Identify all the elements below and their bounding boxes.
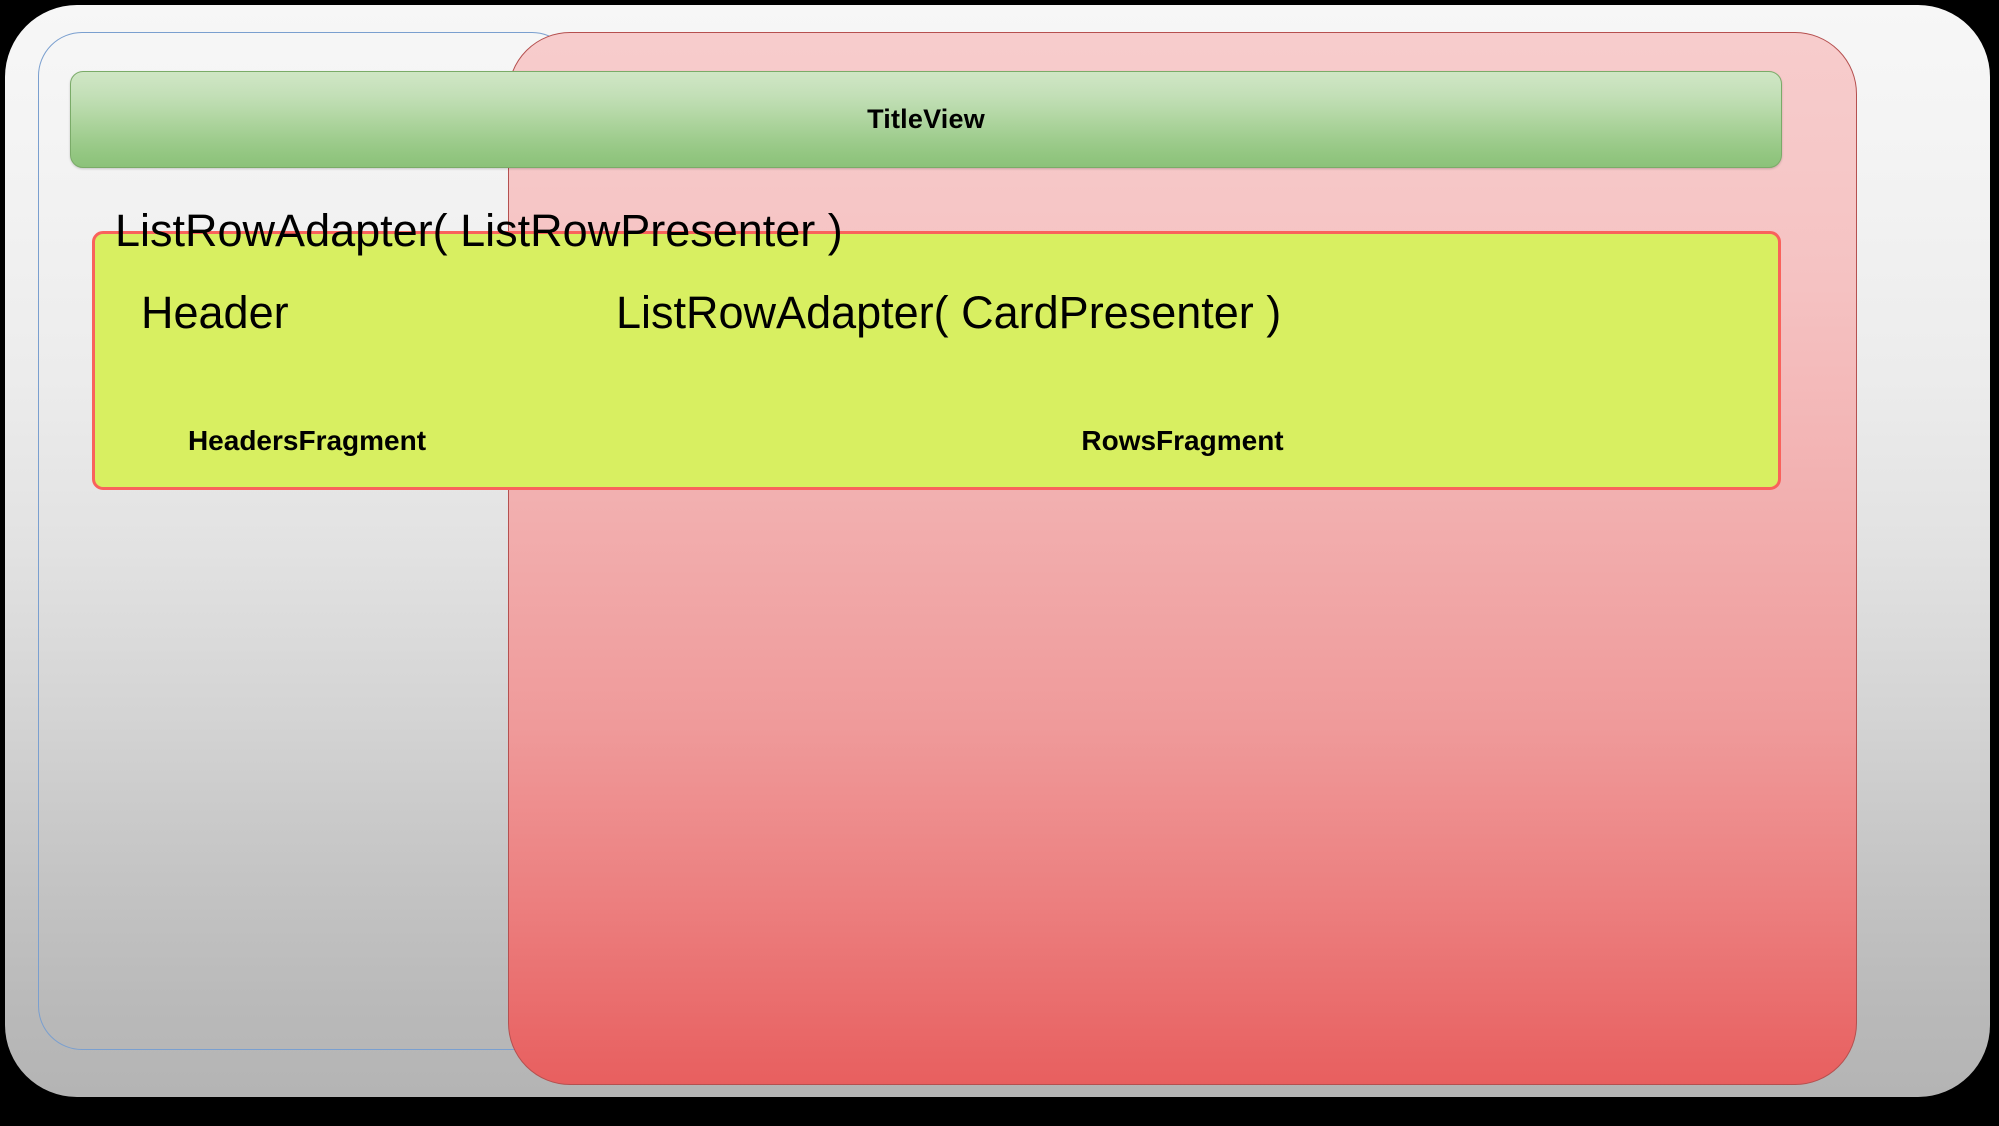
rows-fragment-caption: RowsFragment	[1081, 425, 1284, 456]
headers-fragment-caption: HeadersFragment	[187, 425, 427, 456]
row-header-label: Header	[141, 287, 289, 338]
headers-fragment-panel[interactable]	[38, 32, 576, 1050]
list-row-adapter-card-presenter-label: ListRowAdapter( CardPresenter )	[616, 287, 1282, 338]
title-view-label: TitleView	[867, 104, 985, 134]
list-row-adapter-listrow-presenter-label: ListRowAdapter( ListRowPresenter )	[115, 205, 843, 256]
list-row-box[interactable]	[92, 231, 1781, 490]
title-view-bar[interactable]: TitleView	[70, 71, 1782, 168]
rows-fragment-panel[interactable]	[508, 32, 1857, 1085]
